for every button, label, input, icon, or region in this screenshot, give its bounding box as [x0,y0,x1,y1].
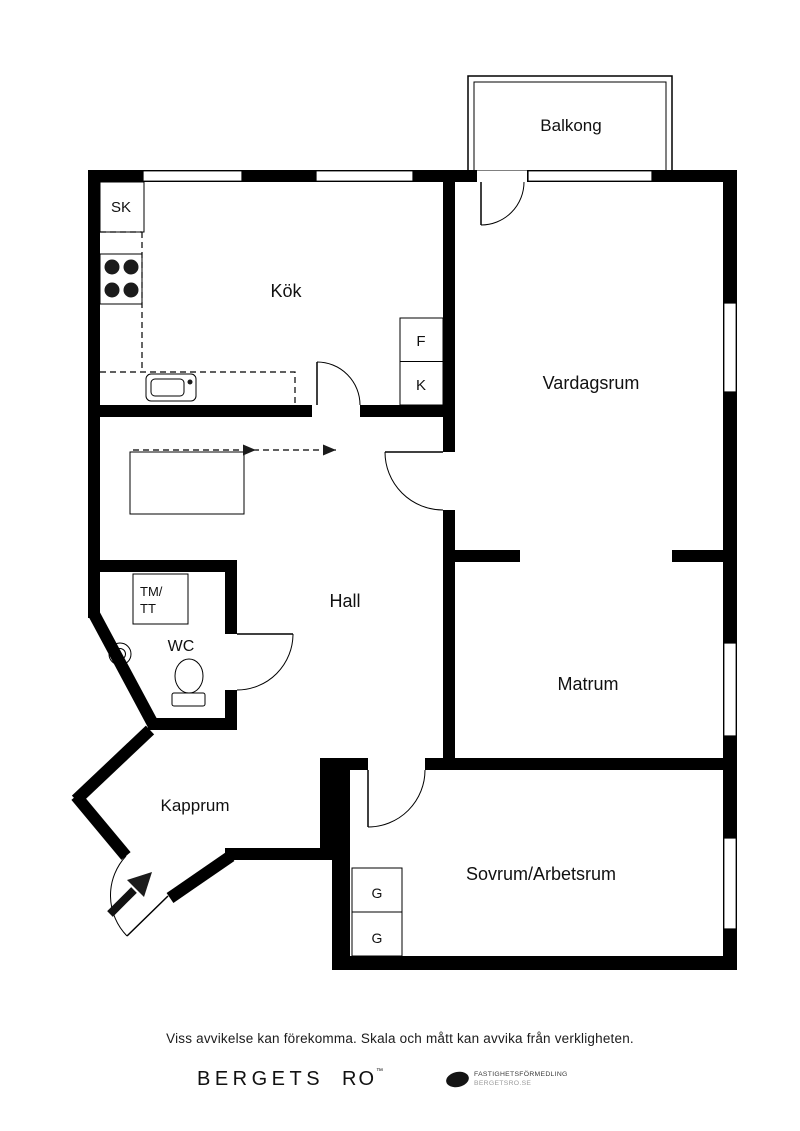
burner [104,259,120,275]
label-hall: Hall [329,591,360,611]
stove-outline [99,253,143,305]
wall-wc-left [88,560,100,618]
brand-word-bergets: BERGETS [197,1068,325,1090]
entrance-arrow-shaft [107,887,137,917]
label-wardrobe2: G [372,930,383,946]
wall-wc-right-a [225,560,237,634]
balcony-railing-inner [473,81,667,170]
wc-fixtures [108,573,206,707]
burner [123,282,139,298]
balcony-railing-outer [467,75,673,170]
label-tmtt-line1: TM/ [140,584,163,599]
label-kok: Kök [270,281,302,301]
sink-faucet [187,379,193,385]
basin-outer [108,642,132,666]
label-wc: WC [168,638,195,655]
label-balkong: Balkong [540,116,601,135]
toilet-bowl [174,658,204,694]
wall-divider-a [443,170,455,452]
tmtt-box [132,573,189,625]
wall-bedroom-left [332,758,350,970]
kitchen-fixtures [99,181,444,406]
arrow-right-icon [243,444,256,456]
kitchen-door-arc [316,361,361,406]
entrance-door-leaf [126,895,169,937]
logo-text-block: FASTIGHETSFÖRMEDLING BERGETSRO.SE [474,1071,568,1088]
balcony-door-opening [477,170,527,182]
wall-left-upper [88,170,100,618]
sink-icon [145,373,197,402]
wall-wc-diagonal [88,611,160,729]
wall-entry-diagonal [166,851,235,903]
wc-door-arc [236,633,294,691]
wall-wc-top [88,560,237,572]
label-fridge: F [416,333,425,350]
window-balcony [527,170,653,182]
label-vardagsrum: Vardagsrum [543,373,640,393]
burner [104,282,120,298]
label-sovrum: Sovrum/Arbetsrum [466,864,616,884]
basin-inner [114,648,126,660]
wall-kitchen-hall-a [88,405,312,417]
toilet-icon [171,658,206,707]
sovrum-door-arc [367,769,426,828]
brand-word-ro: RO™ [342,1068,383,1091]
label-tmtt-line2: TT [140,601,156,616]
stove-icon [99,253,143,305]
window-kitchen-1 [142,170,243,182]
label-matrum: Matrum [557,674,618,694]
bedroom-wardrobes [351,867,403,957]
trademark-mark: ™ [376,1068,383,1075]
wall-wc-bottom [148,718,237,730]
brand-ro-text: RO [342,1068,376,1090]
entrance-arrow-head [127,872,152,897]
washbasin-icon [108,642,132,666]
window-kitchen-2 [315,170,414,182]
entrance-arrow-icon [107,872,152,917]
sink-basin [150,378,185,397]
windows [142,170,737,930]
sink-outer [145,373,197,402]
wall-hall-bedroom-b [425,758,737,770]
logo-line2: BERGETSRO.SE [474,1079,532,1087]
balcony-door-arc [480,181,525,226]
wall-kitchen-hall-b [360,405,455,417]
wall-divider-b [443,510,455,770]
logo-line1: FASTIGHETSFÖRMEDLING [474,1071,568,1078]
freezer-box [399,361,444,406]
fridge-freezer [399,317,444,406]
disclaimer-text: Viss avvikelse kan förekomma. Skala och … [166,1031,634,1046]
label-freezer: K [416,377,426,394]
arrow-right-icon [323,444,336,456]
wall-kapprum-bottom [225,848,332,860]
window-matrum [723,642,737,737]
balcony-railing [467,75,673,170]
wall-kapprum-diagonal-lower [71,792,131,860]
vardagsrum-door-arc [384,451,444,511]
counter-dash-bottom [100,371,296,405]
walls [71,170,737,970]
entrance-door-arc [109,855,128,937]
window-sovrum [723,837,737,930]
wall-kapprum-diagonal-upper [71,725,155,805]
wardrobe-box [129,451,245,515]
label-kapprum: Kapprum [161,796,230,815]
burner [123,259,139,275]
label-wardrobe1: G [372,885,383,901]
wall-corridor-edge [320,758,332,860]
wall-bottom-bedroom [332,956,737,970]
window-vardagsrum [723,302,737,393]
wardrobe-g2-box [351,911,403,957]
hall-wardrobe [129,444,336,515]
room-labels: Balkong SK Kök F K Vardagsrum TM/ TT Hal… [111,116,639,946]
toilet-tank [171,692,206,707]
wall-stub-left [455,550,520,562]
wall-stub-right [672,550,737,562]
label-sk: SK [111,199,131,216]
doors [107,170,527,937]
